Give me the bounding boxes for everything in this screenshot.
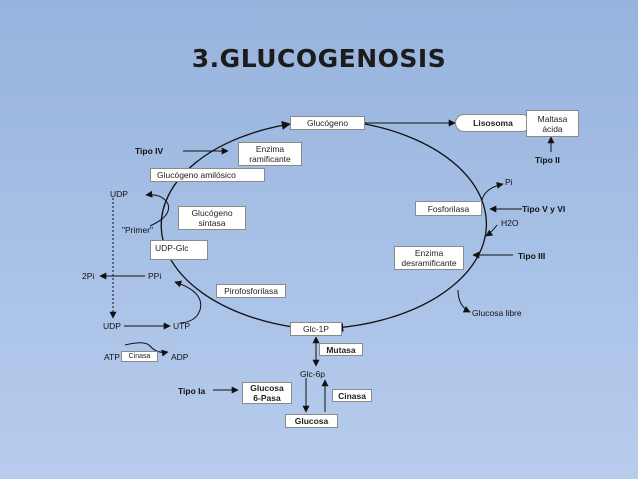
box-enzima-desramificante: Enzima desramificante: [394, 246, 464, 270]
box-lisosoma: Lisosoma: [455, 114, 531, 132]
curve-glucosa-libre: [457, 289, 471, 313]
box-cinasa: Cinasa: [332, 389, 372, 402]
label-tipo-ii: Tipo II: [535, 155, 560, 165]
label-tipo-ia: Tipo Ia: [178, 386, 206, 396]
curve-pi: [481, 181, 504, 201]
box-maltasa-acida: Maltasa ácida: [526, 110, 579, 137]
label-2pi: 2Pi: [82, 271, 95, 281]
box-fosforilasa: Fosforilasa: [415, 201, 482, 216]
cycle-arc-left: [160, 120, 301, 329]
box-glucosa: Glucosa: [285, 414, 338, 428]
label-ppi: PPi: [148, 271, 162, 281]
label-adp: ADP: [171, 352, 189, 362]
box-glc-1p: Glc-1P: [290, 322, 342, 336]
box-pirofosforilasa: Pirofosforilasa: [216, 284, 286, 298]
label-utp: UTP: [173, 321, 190, 331]
label-tipo-v-vi: Tipo V y VI: [522, 204, 566, 214]
curve-utp-ppi: [174, 280, 202, 324]
label-tipo-iv: Tipo IV: [135, 146, 164, 156]
label-glucosa-libre: Glucosa libre: [472, 308, 522, 318]
curve-atp-adp: [124, 342, 169, 357]
label-atp: ATP: [104, 352, 120, 362]
box-cinasa-small: Cinasa: [121, 351, 158, 362]
cycle-arc-right: [334, 123, 488, 332]
label-tipo-iii: Tipo III: [518, 251, 546, 261]
box-glucogeno-sintasa: Glucógeno sintasa: [178, 206, 246, 230]
label-primer: "Primer": [122, 225, 154, 235]
label-pi: Pi: [505, 177, 513, 187]
label-udp-top: UDP: [110, 189, 128, 199]
box-udp-glc: UDP-Glc: [150, 240, 208, 260]
label-udp-bottom: UDP: [103, 321, 121, 331]
box-glucosa-6-pasa: Glucosa 6-Pasa: [242, 382, 292, 404]
box-glucogeno-amilosico: Glucógeno amilósico: [150, 168, 265, 182]
box-mutasa: Mutasa: [319, 343, 363, 356]
label-h2o: H2O: [501, 218, 519, 228]
box-enzima-ramificante: Enzima ramificante: [238, 142, 302, 166]
box-glucogeno: Glucógeno: [290, 116, 365, 130]
curve-udp-primer: [145, 190, 170, 227]
label-glc-6p: Glc-6p: [300, 369, 326, 379]
curve-h2o: [485, 224, 498, 237]
page-title: 3.GLUCOGENOSIS: [191, 44, 447, 73]
